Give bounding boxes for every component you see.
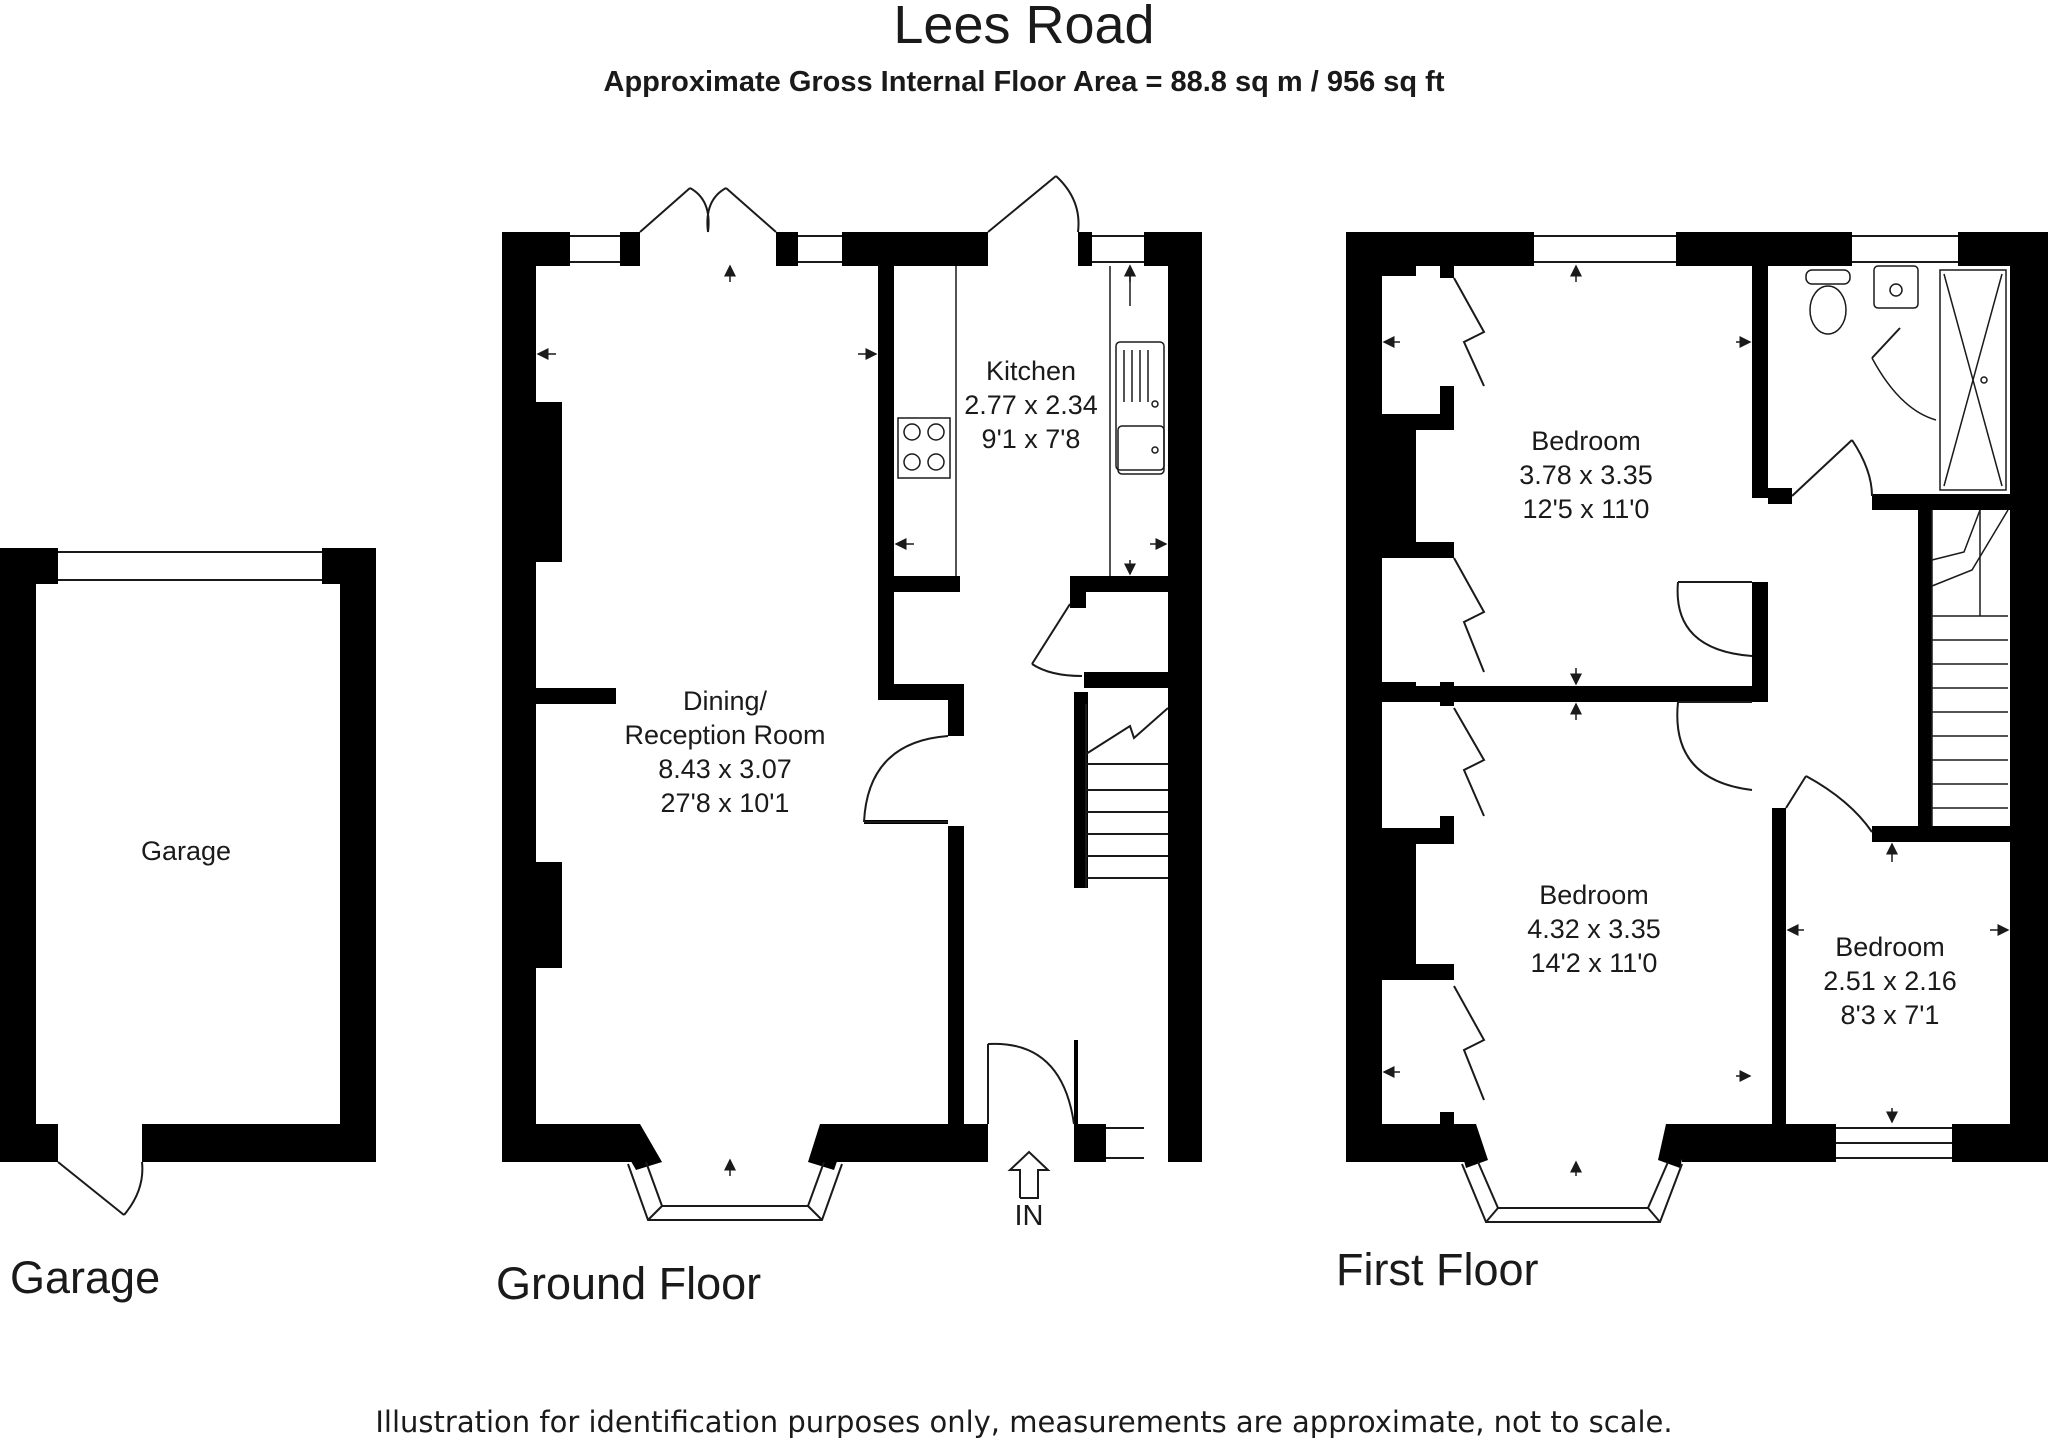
room-label-bedroom-1: Bedroom 3.78 x 3.35 12'5 x 11'0 xyxy=(1519,424,1653,526)
room-label-dining: Dining/ Reception Room 8.43 x 3.07 27'8 … xyxy=(624,684,825,820)
kitchen-metric: 2.77 x 2.34 xyxy=(964,390,1098,420)
first-floor-plan xyxy=(1124,232,2048,1223)
entry-arrow xyxy=(1007,1150,1051,1199)
bedroom-3-imperial: 8'3 x 7'1 xyxy=(1840,1000,1940,1030)
first-floor-stairs xyxy=(1931,509,2009,826)
kitchen-name: Kitchen xyxy=(985,356,1077,386)
room-label-garage: Garage xyxy=(140,836,232,866)
disclaimer-footer: Illustration for identification purposes… xyxy=(375,1405,1673,1439)
bedroom-1-metric: 3.78 x 3.35 xyxy=(1519,460,1653,490)
floor-label-ground: Ground Floor xyxy=(496,1258,762,1309)
floor-label-first: First Floor xyxy=(1336,1244,1539,1295)
dining-name: Dining/ xyxy=(682,686,768,716)
dining-imperial: 27'8 x 10'1 xyxy=(660,788,790,818)
ground-floor-plan xyxy=(502,175,1202,1221)
ground-stairs xyxy=(1085,704,1169,888)
french-doors xyxy=(639,187,777,233)
bathroom-fixtures xyxy=(1805,265,2007,491)
kitchen-back-door xyxy=(987,175,1080,233)
floor-area-subtitle: Approximate Gross Internal Floor Area = … xyxy=(603,66,1445,98)
front-door xyxy=(987,1042,1075,1125)
garage-plan xyxy=(0,548,376,1216)
bedroom-2-metric: 4.32 x 3.35 xyxy=(1527,914,1661,944)
room-label-bedroom-2: Bedroom 4.32 x 3.35 14'2 x 11'0 xyxy=(1527,878,1661,980)
kitchen-imperial: 9'1 x 7'8 xyxy=(981,424,1081,454)
bedroom-2-imperial: 14'2 x 11'0 xyxy=(1530,948,1658,978)
dining-metric: 8.43 x 3.07 xyxy=(658,754,792,784)
floor-label-garage: Garage xyxy=(10,1252,161,1303)
garage-door-opening xyxy=(58,551,322,581)
dining-name-line2: Reception Room xyxy=(624,720,826,750)
garage-side-door xyxy=(57,1161,144,1216)
kitchen-units xyxy=(897,266,1165,576)
entry-label: IN xyxy=(1014,1200,1044,1232)
bedroom-1-name: Bedroom xyxy=(1531,426,1641,456)
bay-window xyxy=(610,1124,850,1221)
page-title: Lees Road xyxy=(893,0,1155,55)
bedroom-3-metric: 2.51 x 2.16 xyxy=(1823,966,1957,996)
bedroom-1-imperial: 12'5 x 11'0 xyxy=(1522,494,1650,524)
bedroom-2-name: Bedroom xyxy=(1539,880,1649,910)
room-label-kitchen: Kitchen 2.77 x 2.34 9'1 x 7'8 xyxy=(964,354,1098,456)
bedroom-3-name: Bedroom xyxy=(1835,932,1945,962)
room-label-bedroom-3: Bedroom 2.51 x 2.16 8'3 x 7'1 xyxy=(1823,930,1957,1032)
first-floor-bay-window xyxy=(1454,1124,1690,1223)
